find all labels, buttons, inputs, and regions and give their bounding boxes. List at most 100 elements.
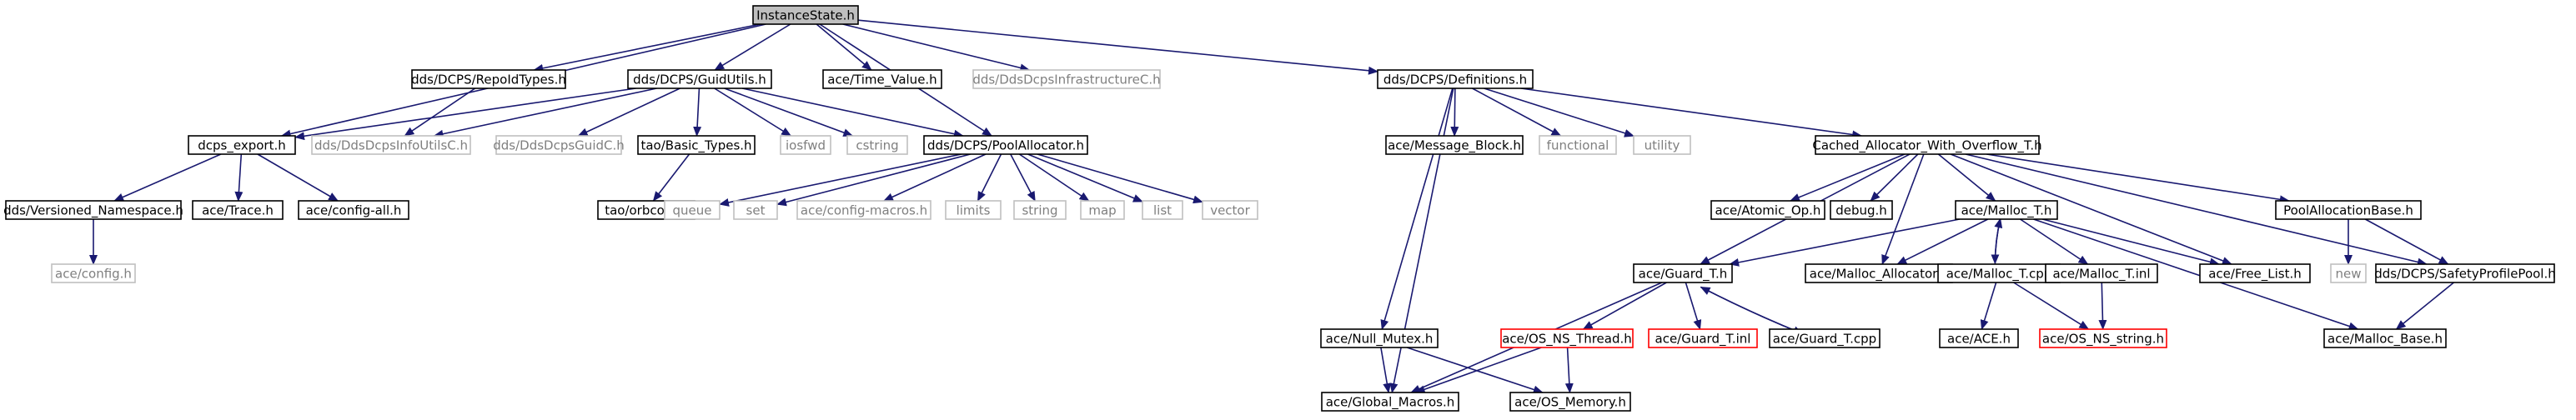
node-ace-trace-h[interactable]: ace/Trace.h [192,200,284,220]
node-ace-guard-t-h[interactable]: ace/Guard_T.h [1633,263,1733,283]
edge-guidutils-to-dcps_export [294,88,636,141]
node-box [192,200,284,220]
node-label: ace/Message_Block.h [1388,138,1521,154]
node-ace-config-all-h[interactable]: ace/config-all.h [298,200,409,220]
node-box [945,200,1002,220]
edge-definitions-to-globalmacros [1389,88,1454,393]
edge-poolalloc-to-limits [977,153,1002,202]
node-label: ace/OS_NS_string.h [2042,332,2164,348]
node-label: dds/DCPS/Definitions.h [1383,72,1527,88]
node-box [1509,392,1631,412]
node-box [1500,328,1634,348]
node-dds-dcps-guidutils-h[interactable]: dds/DCPS/GuidUtils.h [627,69,772,89]
node-label: Cached_Allocator_With_Overflow_T.h [1812,138,2041,154]
edge-dcps_export-to-configall [257,153,339,202]
node-list[interactable]: list [1142,200,1183,220]
node-ace-guard-t-cpp[interactable]: ace/Guard_T.cpp [1769,328,1881,348]
node-ace-free-list-h[interactable]: ace/Free_List.h [2199,263,2311,283]
node-ace-malloc-allocator-h[interactable]: ace/Malloc_Allocator.h [1805,263,1953,283]
edge-malloctcpp-to-ace [1980,282,1997,330]
node-box [780,135,831,155]
node-ace-atomic-op-h[interactable]: ace/Atomic_Op.h [1710,200,1825,220]
edge-cached-to-freelist [1950,153,2232,265]
edge-cached-to-debug [1870,153,1919,202]
edge-definitions-to-nullmutex [1380,88,1454,330]
node-debug-h[interactable]: debug.h [1830,200,1893,220]
node-dds-dcps-repoidtypes-h[interactable]: dds/DCPS/RepoIdTypes.h [411,69,566,89]
node-box [637,135,756,155]
node-iosfwd[interactable]: iosfwd [780,135,831,155]
node-box [1939,328,2019,348]
node-box [1539,135,1617,155]
node-cached-allocator-with-overflow-t-h[interactable]: Cached_Allocator_With_Overflow_T.h [1812,135,2042,155]
node-box [1955,200,2058,220]
node-functional[interactable]: functional [1539,135,1617,155]
node-new[interactable]: new [2330,263,2367,283]
node-dds-ddsdcpsinfrastructurec-h[interactable]: dds/DdsDcpsInfrastructureC.h [972,69,1161,89]
node-cstring[interactable]: cstring [846,135,908,155]
node-dds-versioned-namespace-h[interactable]: dds/Versioned_Namespace.h [3,200,183,220]
node-limits[interactable]: limits [945,200,1002,220]
node-label: tao/Basic_Types.h [640,138,751,154]
node-label: ace/Null_Mutex.h [1326,332,1434,348]
node-label: ace/Malloc_T.cpp [1946,267,2052,282]
node-ace-os-memory-h[interactable]: ace/OS_Memory.h [1509,392,1631,412]
node-ace-guard-t-inl[interactable]: ace/Guard_T.inl [1648,328,1758,348]
edge-guidutils-to-iosfwd [714,88,792,137]
node-dds-ddsdcpsinfoutilsc-h[interactable]: dds/DdsDcpsInfoUtilsC.h [311,135,471,155]
node-label: ace/config-all.h [306,203,402,218]
edge-osnsthread-to-globalmacros [1414,347,1542,393]
node-ace-ace-h[interactable]: ace/ACE.h [1939,328,2019,348]
node-map[interactable]: map [1080,200,1125,220]
node-ace-malloc-base-h[interactable]: ace/Malloc_Base.h [2323,328,2447,348]
node-box [2275,200,2422,220]
node-box [1633,135,1691,155]
node-ace-config-macros-h[interactable]: ace/config-macros.h [796,200,931,220]
node-box [51,263,136,283]
node-label: ace/Time_Value.h [827,72,936,88]
node-poolallocationbase-h[interactable]: PoolAllocationBase.h [2275,200,2422,220]
node-label: dcps_export.h [198,138,285,154]
node-label: dds/DCPS/RepoIdTypes.h [411,72,566,88]
node-string[interactable]: string [1013,200,1067,220]
node-box [1385,135,1524,155]
node-label: ace/ACE.h [1947,332,2011,347]
node-utility[interactable]: utility [1633,135,1691,155]
edge-guardt-to-guardtinl [1685,282,1702,330]
node-ace-null-mutex-h[interactable]: ace/Null_Mutex.h [1320,328,1439,348]
node-ace-os-ns-string-h[interactable]: ace/OS_NS_string.h [2039,328,2167,348]
node-label: limits [957,203,991,218]
node-dds-dcps-safetyprofilepool-h[interactable]: dds/DCPS/SafetyProfilePool.h [2374,263,2556,283]
node-label: ace/Global_Macros.h [1326,395,1455,411]
node-ace-os-ns-thread-h[interactable]: ace/OS_NS_Thread.h [1500,328,1634,348]
node-instancestate-h[interactable]: InstanceState.h [752,5,859,25]
edge-cached-to-poolallocbase [1986,153,2290,204]
node-dcps-export-h[interactable]: dcps_export.h [188,135,296,155]
node-box [1320,328,1439,348]
node-ace-time-value-h[interactable]: ace/Time_Value.h [822,69,942,89]
node-dds-dcps-poolallocator-h[interactable]: dds/DCPS/PoolAllocator.h [923,135,1088,155]
node-ace-global-macros-h[interactable]: ace/Global_Macros.h [1321,392,1459,412]
node-tao-basic-types-h[interactable]: tao/Basic_Types.h [637,135,756,155]
node-label: dds/DdsDcpsGuidC.h [493,138,625,153]
node-ace-message-block-h[interactable]: ace/Message_Block.h [1385,135,1524,155]
node-dds-ddsdcpsguidc-h[interactable]: dds/DdsDcpsGuidC.h [493,135,625,155]
edge-cached-to-malloct [1937,153,1996,202]
node-box [1377,69,1534,89]
edge-poolalloc-to-map [1018,153,1090,202]
edge-malloct-to-mallocallocator [1896,218,1989,265]
dependency-edges [89,19,2454,394]
node-label: functional [1547,138,1609,153]
node-ace-config-h[interactable]: ace/config.h [51,263,136,283]
node-ace-malloc-t-h[interactable]: ace/Malloc_T.h [1955,200,2058,220]
node-box [5,200,182,220]
node-box [2045,263,2158,283]
node-ace-malloc-t-inl[interactable]: ace/Malloc_T.inl [2045,263,2158,283]
node-dds-dcps-definitions-h[interactable]: dds/DCPS/Definitions.h [1377,69,1534,89]
node-queue[interactable]: queue [664,200,721,220]
edge-poolalloc-to-set [776,153,971,207]
edge-malloct-to-mallocbase [2033,218,2359,331]
node-set[interactable]: set [733,200,778,220]
node-vector[interactable]: vector [1202,200,1258,220]
node-ace-malloc-t-cpp[interactable]: ace/Malloc_T.cpp [1937,263,2061,283]
